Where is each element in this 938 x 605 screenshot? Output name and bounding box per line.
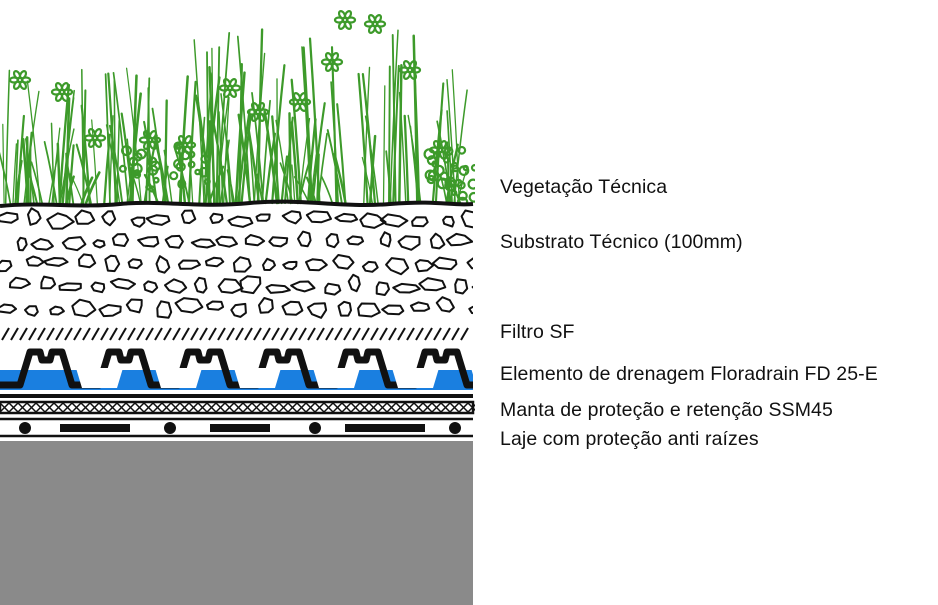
filter-layer	[1, 327, 469, 341]
vegetation-illustration	[0, 10, 475, 209]
label-substrato-tecnico: Substrato Técnico (100mm)	[500, 231, 743, 253]
label-manta-protecao: Manta de proteção e retenção SSM45	[500, 399, 833, 421]
label-vegetacao-tecnica: Vegetação Técnica	[500, 176, 668, 198]
green-roof-section-diagram	[0, 10, 475, 605]
ground-line	[0, 199, 474, 208]
substrate-layer	[0, 199, 474, 325]
label-filtro-sf: Filtro SF	[500, 321, 575, 343]
drainage-element	[0, 348, 475, 398]
protection-mat-layer	[0, 400, 475, 415]
concrete-slab	[0, 441, 473, 605]
label-laje-anti-raizes: Laje com proteção anti raízes	[500, 428, 759, 450]
root-barrier-layer	[0, 417, 473, 438]
label-elemento-drenagem: Elemento de drenagem Floradrain FD 25-E	[500, 363, 878, 385]
